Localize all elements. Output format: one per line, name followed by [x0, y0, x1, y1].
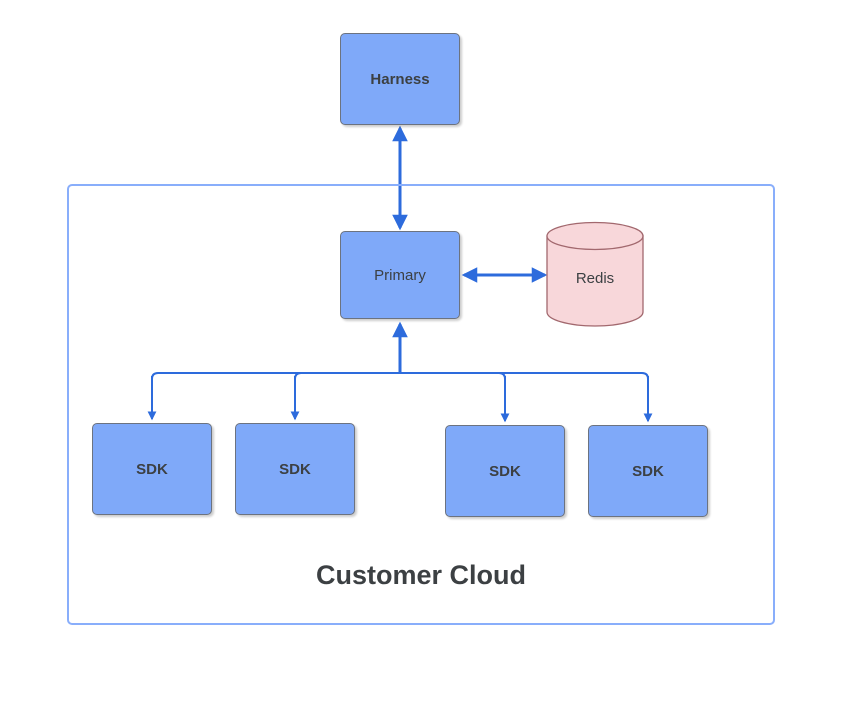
node-sdk-4[interactable]: SDK: [588, 425, 708, 517]
node-primary-label: Primary: [374, 266, 426, 284]
node-sdk-2-label: SDK: [279, 460, 311, 478]
node-harness-label: Harness: [370, 70, 430, 88]
node-sdk-3-label: SDK: [489, 462, 521, 480]
node-redis[interactable]: Redis: [546, 221, 644, 327]
node-sdk-2[interactable]: SDK: [235, 423, 355, 515]
node-sdk-3[interactable]: SDK: [445, 425, 565, 517]
customer-cloud-label: Customer Cloud: [315, 560, 526, 590]
node-sdk-1-label: SDK: [136, 460, 168, 478]
node-harness[interactable]: Harness: [340, 33, 460, 125]
cylinder-icon: [546, 221, 644, 327]
node-sdk-4-label: SDK: [632, 462, 664, 480]
node-primary[interactable]: Primary: [340, 231, 460, 319]
node-sdk-1[interactable]: SDK: [92, 423, 212, 515]
customer-cloud-container: [67, 184, 775, 625]
node-redis-label: Redis: [575, 269, 615, 287]
